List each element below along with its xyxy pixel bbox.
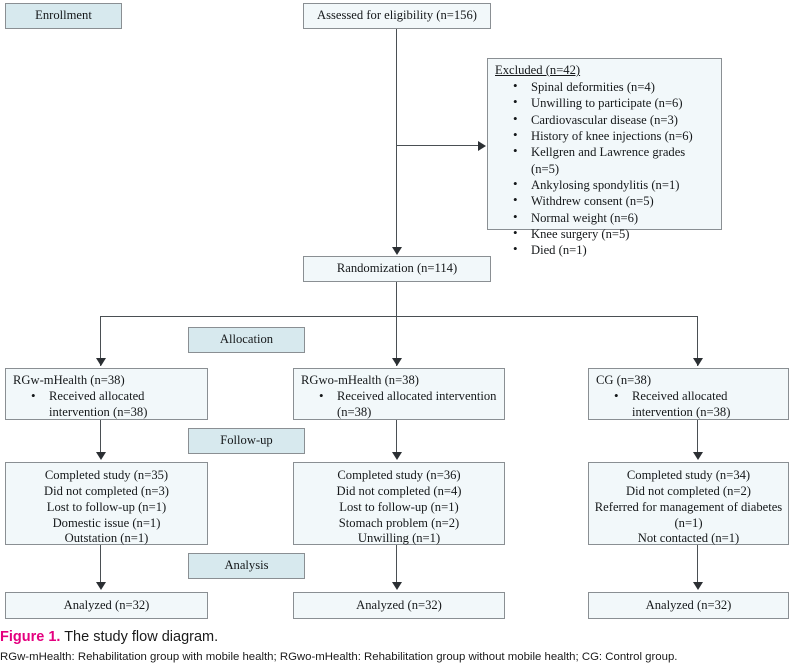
allocation-item-list: Received allocated intervention (n=38): [13, 388, 202, 421]
followup-line: Completed study (n=34): [626, 468, 751, 482]
followup-line: Completed study (n=35): [44, 468, 169, 482]
followup-line: Did not completed (n=3): [44, 483, 169, 498]
followup-line: Outstation (n=1): [64, 531, 149, 546]
connector-alloc-to-followup-col1: [100, 420, 101, 458]
randomization-text: Randomization (n=114): [336, 261, 458, 276]
arrowhead-alloc-col1: [96, 358, 106, 366]
followup-line: Lost to follow-up (n=1): [46, 499, 167, 514]
analysis-box-rgw-mhealth: Analyzed (n=32): [5, 592, 208, 619]
list-item: Unwilling to participate (n=6): [509, 94, 716, 111]
connector-followup-to-analysis-col2: [396, 545, 397, 588]
list-item: Died (n=1): [509, 241, 716, 258]
followup-box-rgwo-mhealth: Completed study (n=36) Did not completed…: [293, 462, 505, 545]
excluded-box: Excluded (n=42) Spinal deformities (n=4)…: [487, 58, 722, 259]
followup-line: Did not completed (n=2): [626, 483, 751, 498]
excluded-header: Excluded (n=42): [495, 63, 581, 77]
list-item: Spinal deformities (n=4): [509, 78, 716, 95]
stage-label-allocation-text: Allocation: [219, 332, 274, 347]
analysis-text: Analyzed (n=32): [63, 597, 150, 612]
followup-line: Stomach problem (n=2): [338, 515, 460, 530]
arrowhead-followup-col3: [693, 452, 703, 460]
arrowhead-alloc-col3: [693, 358, 703, 366]
followup-box-rgw-mhealth: Completed study (n=35) Did not completed…: [5, 462, 208, 545]
stage-label-allocation: Allocation: [188, 327, 305, 353]
connector-followup-to-analysis-col3: [697, 545, 698, 588]
connector-assessed-to-randomization: [396, 29, 397, 247]
analysis-text: Analyzed (n=32): [645, 597, 732, 612]
followup-line: Completed study (n=36): [337, 468, 461, 482]
analysis-text: Analyzed (n=32): [356, 597, 442, 612]
connector-drop-col1: [100, 316, 101, 366]
connector-alloc-to-followup-col2: [396, 420, 397, 458]
stage-label-analysis: Analysis: [188, 553, 305, 579]
connector-assessed-to-excluded: [396, 145, 478, 146]
list-item: Received allocated intervention (n=38): [315, 388, 499, 421]
list-item: Knee surgery (n=5): [509, 225, 716, 242]
followup-line: Unwilling (n=1): [357, 531, 441, 546]
list-item: Received allocated intervention (n=38): [610, 388, 783, 421]
list-item: History of knee injections (n=6): [509, 127, 716, 144]
list-item: Normal weight (n=6): [509, 209, 716, 226]
stage-label-followup-text: Follow-up: [220, 433, 273, 448]
followup-line: Referred for management of diabetes: [594, 499, 783, 514]
stage-label-followup: Follow-up: [188, 428, 305, 454]
connector-randomization-distributor: [100, 316, 697, 317]
connector-followup-to-analysis-col1: [100, 545, 101, 588]
followup-line: Not contacted (n=1): [637, 531, 740, 546]
followup-line: (n=1): [674, 515, 703, 530]
allocation-box-cg: CG (n=38) Received allocated interventio…: [588, 368, 789, 420]
allocation-item-list: Received allocated intervention (n=38): [596, 388, 783, 421]
stage-label-analysis-text: Analysis: [224, 558, 269, 573]
stage-label-enrollment: Enrollment: [5, 3, 122, 29]
analysis-box-rgwo-mhealth: Analyzed (n=32): [293, 592, 505, 619]
figure-abbreviations: RGw-mHealth: Rehabilitation group with m…: [0, 650, 678, 663]
list-item: Cardiovascular disease (n=3): [509, 111, 716, 128]
arrowhead-followup-col1: [96, 452, 106, 460]
arrowhead-to-excluded: [478, 141, 486, 151]
followup-line: Lost to follow-up (n=1): [339, 499, 459, 514]
figure-caption: Figure 1. The study flow diagram. RGw-mH…: [0, 628, 794, 665]
list-item: Kellgren and Lawrence grades (n=5): [509, 143, 716, 177]
followup-line: Did not completed (n=4): [336, 483, 462, 498]
arrowhead-followup-col2: [392, 452, 402, 460]
followup-line: Domestic issue (n=1): [52, 515, 161, 530]
arrowhead-alloc-col2: [392, 358, 402, 366]
allocation-header: RGwo-mHealth (n=38): [301, 373, 419, 387]
list-item: Ankylosing spondylitis (n=1): [509, 176, 716, 193]
allocation-item-list: Received allocated intervention (n=38): [301, 388, 499, 421]
figure-number-label: Figure 1.: [0, 629, 61, 645]
stage-label-enrollment-text: Enrollment: [35, 8, 92, 23]
randomization-box: Randomization (n=114): [303, 256, 491, 282]
excluded-reason-list: Spinal deformities (n=4) Unwilling to pa…: [495, 78, 716, 259]
allocation-header: RGw-mHealth (n=38): [13, 373, 125, 387]
followup-box-cg: Completed study (n=34) Did not completed…: [588, 462, 789, 545]
arrowhead-analysis-col1: [96, 582, 106, 590]
arrowhead-to-randomization: [392, 247, 402, 255]
allocation-box-rgw-mhealth: RGw-mHealth (n=38) Received allocated in…: [5, 368, 208, 420]
allocation-header: CG (n=38): [596, 373, 652, 387]
connector-alloc-to-followup-col3: [697, 420, 698, 458]
allocation-box-rgwo-mhealth: RGwo-mHealth (n=38) Received allocated i…: [293, 368, 505, 420]
connector-randomization-stem: [396, 282, 397, 316]
assessed-for-eligibility-text: Assessed for eligibility (n=156): [317, 8, 477, 23]
figure-caption-title-line: Figure 1. The study flow diagram.: [0, 628, 794, 648]
connector-drop-col3: [697, 316, 698, 366]
assessed-for-eligibility-box: Assessed for eligibility (n=156): [303, 3, 491, 29]
arrowhead-analysis-col2: [392, 582, 402, 590]
connector-drop-col2: [396, 316, 397, 366]
list-item: Withdrew consent (n=5): [509, 192, 716, 209]
arrowhead-analysis-col3: [693, 582, 703, 590]
figure-caption-title: The study flow diagram.: [60, 629, 219, 645]
list-item: Received allocated intervention (n=38): [27, 388, 202, 421]
analysis-box-cg: Analyzed (n=32): [588, 592, 789, 619]
